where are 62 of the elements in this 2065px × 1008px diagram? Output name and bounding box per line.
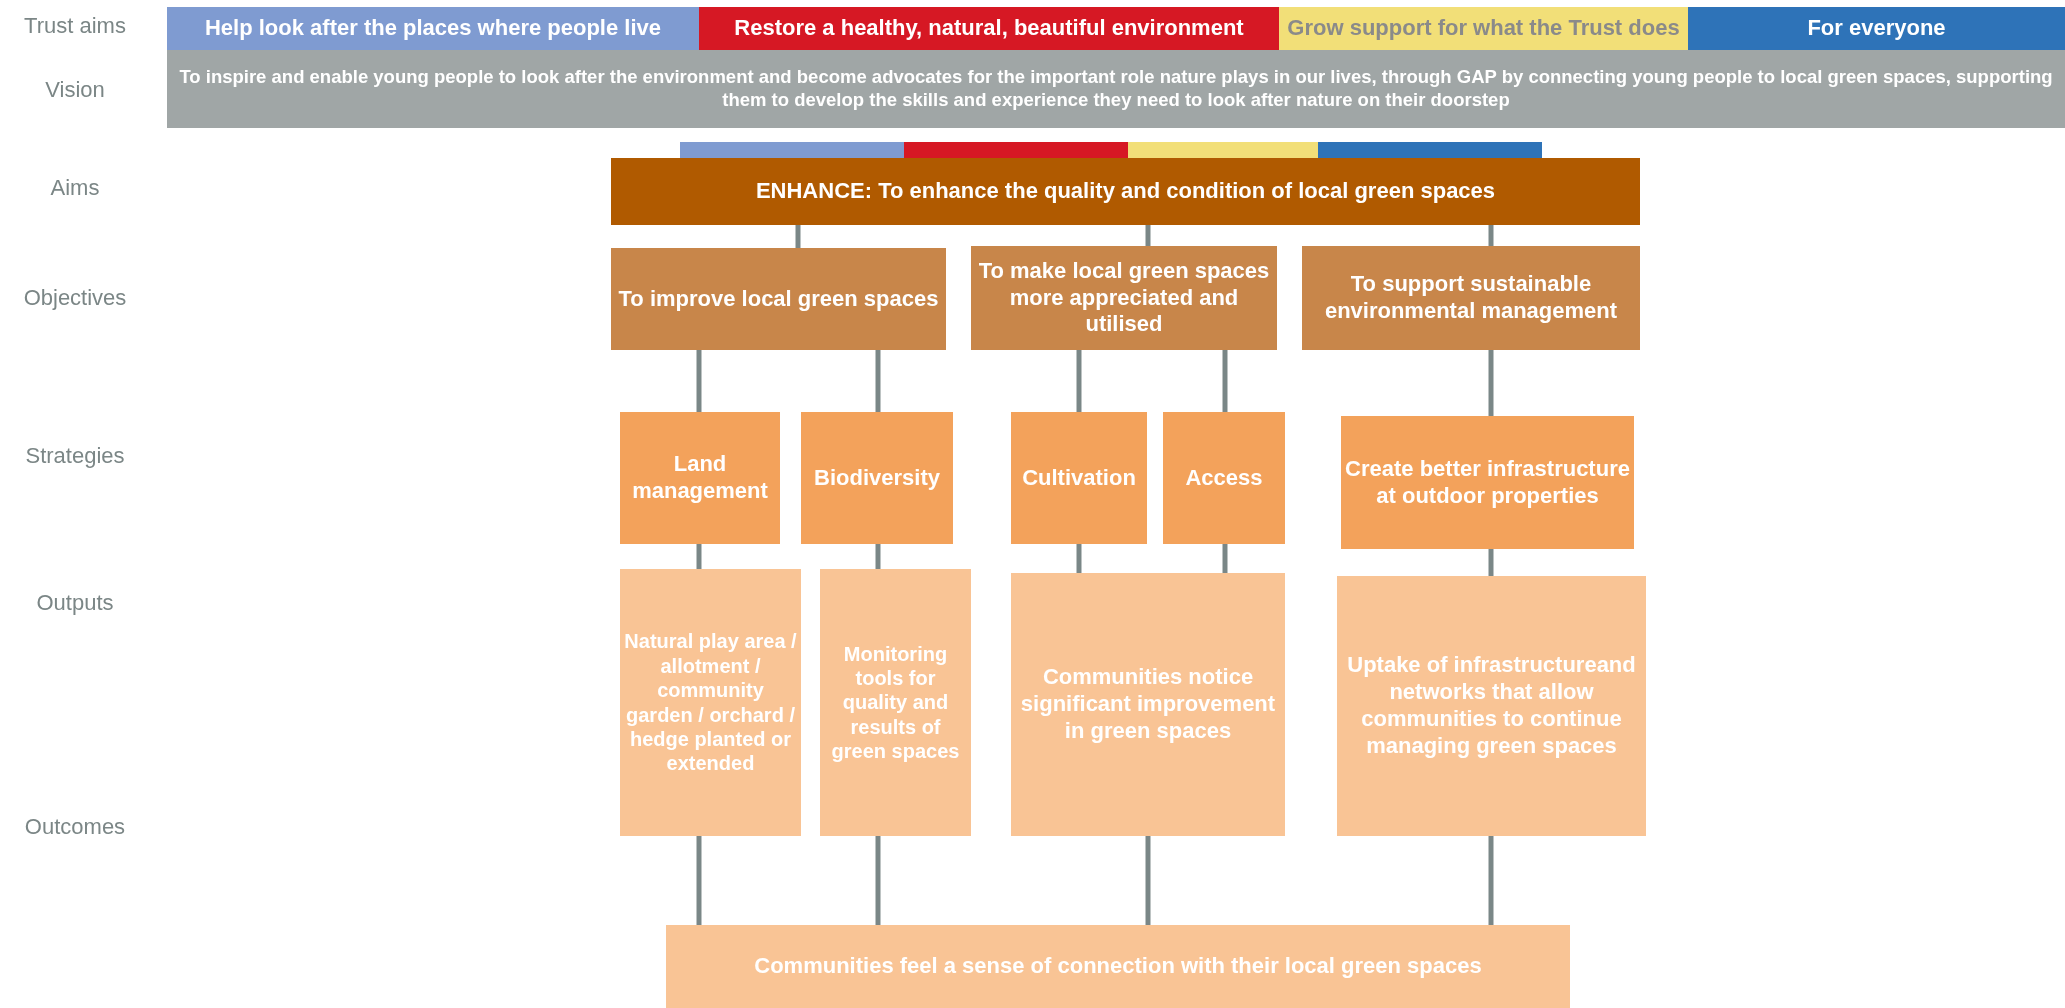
row-label: Vision bbox=[45, 77, 105, 103]
connector-line bbox=[1488, 836, 1494, 925]
node-text: To make local green spaces more appreciated and utilised bbox=[977, 257, 1271, 339]
connector-line bbox=[875, 544, 881, 569]
connector-line bbox=[875, 350, 881, 412]
trust-aim-bar bbox=[1688, 7, 2065, 50]
trust-aim-bar bbox=[1279, 7, 1688, 50]
strategy-box bbox=[1341, 416, 1634, 549]
row-label: Objectives bbox=[23, 285, 127, 311]
row-label: Outcomes bbox=[24, 814, 126, 840]
node-text: Communities feel a sense of connection with their local green spaces bbox=[754, 953, 1482, 980]
node-text: To inspire and enable young people to look after the environment and become advocates for the important role nature plays in our lives, through GAP by connecting young people to local green spaces, supporting them to develop the skills and experience they need to look after nature on their doorstep bbox=[178, 66, 2054, 112]
node-text: Natural play area / allotment / community garden / orchard / hedge planted or extended bbox=[624, 629, 797, 776]
node-text: Biodiversity bbox=[814, 464, 940, 492]
node-text: Access bbox=[1185, 464, 1263, 492]
connector-line bbox=[1488, 549, 1494, 576]
connector-line bbox=[1145, 225, 1151, 246]
objective-box bbox=[611, 248, 946, 350]
connector-line bbox=[1222, 544, 1228, 573]
outcome-box bbox=[666, 925, 1570, 1008]
node-text: Restore a healthy, natural, beautiful environment bbox=[734, 15, 1244, 42]
output-box bbox=[1011, 573, 1285, 836]
connector-line bbox=[696, 544, 702, 569]
node-text: Communities notice significant improvement in green spaces bbox=[1019, 664, 1277, 745]
trust-aim-bar bbox=[699, 7, 1279, 50]
row-label: Outputs bbox=[36, 590, 114, 616]
node-text: Help look after the places where people live bbox=[204, 15, 661, 42]
connector-line bbox=[1222, 350, 1228, 412]
strategy-box bbox=[620, 412, 780, 544]
objective-box bbox=[971, 246, 1277, 350]
node-text: For everyone bbox=[1807, 15, 1946, 42]
connector-line bbox=[1076, 350, 1082, 412]
objective-box bbox=[1302, 246, 1640, 350]
node-text: Land management bbox=[631, 451, 769, 505]
connector-line bbox=[1076, 544, 1082, 573]
strategy-box bbox=[1163, 412, 1285, 544]
node-text: To support sustainable environmental management bbox=[1323, 271, 1619, 325]
connector-line bbox=[1488, 225, 1494, 246]
row-label: Aims bbox=[50, 175, 100, 201]
row-label: Strategies bbox=[25, 443, 125, 469]
node-text: Grow support for what the Trust does bbox=[1287, 15, 1680, 42]
connector-line bbox=[1145, 836, 1151, 925]
connector-line bbox=[875, 836, 881, 925]
node-text: To improve local green spaces bbox=[618, 285, 939, 313]
vision-banner bbox=[167, 50, 2065, 128]
aim-box bbox=[611, 158, 1640, 225]
node-text: Create better infrastructure at outdoor properties bbox=[1345, 455, 1630, 510]
connector-line bbox=[795, 225, 801, 248]
connector-line bbox=[696, 836, 702, 925]
row-label: Trust aims bbox=[24, 13, 126, 39]
strategy-box bbox=[1011, 412, 1147, 544]
node-text: Monitoring tools for quality and results of green spaces bbox=[830, 641, 961, 764]
connector-line bbox=[696, 350, 702, 412]
node-text: Cultivation bbox=[1022, 464, 1136, 492]
output-box bbox=[620, 569, 801, 836]
node-text: Uptake of infrastructureand networks that allow communities to continue managing green spaces bbox=[1346, 652, 1637, 760]
output-box bbox=[820, 569, 971, 836]
connector-line bbox=[1488, 350, 1494, 416]
output-box bbox=[1337, 576, 1646, 836]
strategy-box bbox=[801, 412, 953, 544]
trust-aim-bar bbox=[167, 7, 699, 50]
node-text: ENHANCE: To enhance the quality and condition of local green spaces bbox=[755, 178, 1496, 205]
